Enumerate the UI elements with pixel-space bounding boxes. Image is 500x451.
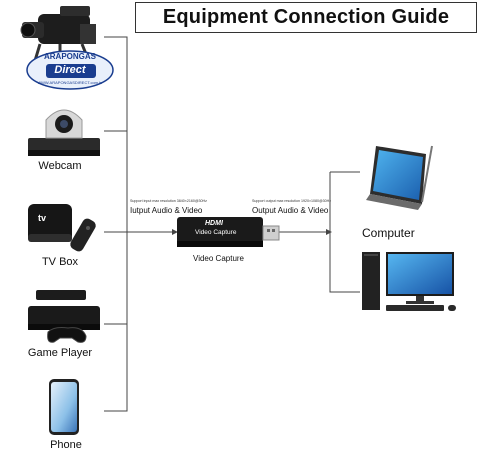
device-name-text: Video Capture <box>195 229 237 236</box>
camcorder-group: ARAPONGAS Direct WWW.ARAPONGASDIRECT.com… <box>20 4 120 94</box>
desktop-pc-icon <box>362 252 456 311</box>
webcam-image <box>24 100 104 160</box>
phone-image <box>46 378 82 436</box>
watermark-badge-icon <box>26 50 114 90</box>
device-brand-text: HDMI <box>205 220 223 227</box>
game-console-icon <box>28 290 100 343</box>
watermark-top-text: ARAPONGAS <box>43 52 96 61</box>
laptop-icon <box>366 145 433 210</box>
output-arrow-icon <box>326 229 332 235</box>
computer-label: Computer <box>362 226 415 240</box>
desktop-image <box>358 250 468 314</box>
watermark-logo: ARAPONGAS Direct WWW.ARAPONGASDIRECT.com… <box>26 50 114 90</box>
tvbox-icon <box>28 204 96 252</box>
target-bracket-line <box>329 171 360 293</box>
output-note: Support output max resolution 1920×1080@… <box>252 199 332 203</box>
watermark-bottom-text: WWW.ARAPONGASDIRECT.com.br <box>37 80 103 85</box>
phone-label: Phone <box>50 439 82 451</box>
source-bus-line <box>104 36 128 412</box>
video-capture-label: Video Capture <box>193 254 244 263</box>
output-label: Output Audio & Video <box>252 206 329 215</box>
watermark-middle-text: Direct <box>54 64 86 76</box>
tvbox-brand-text: tv <box>38 213 47 223</box>
usb-dongle-icon <box>177 217 280 247</box>
camcorder-icon <box>20 6 96 66</box>
tvbox-image: tv <box>24 198 104 254</box>
input-arrow-icon <box>172 229 178 235</box>
webcam-icon <box>28 109 100 156</box>
laptop-image <box>362 140 442 220</box>
page-title: Equipment Connection Guide <box>162 6 450 28</box>
phone-icon <box>49 379 79 435</box>
input-label: Iutput Audio & Video <box>130 206 203 215</box>
video-capture-device: HDMI Video Capture <box>177 217 281 251</box>
title-box: Equipment Connection Guide <box>135 2 477 33</box>
game-player-image <box>24 288 104 344</box>
tvbox-label: TV Box <box>41 256 79 268</box>
input-note: Support input max resolution 3840×2160@3… <box>130 199 207 203</box>
game-player-label: Game Player <box>27 347 93 359</box>
webcam-label: Webcam <box>38 160 82 172</box>
